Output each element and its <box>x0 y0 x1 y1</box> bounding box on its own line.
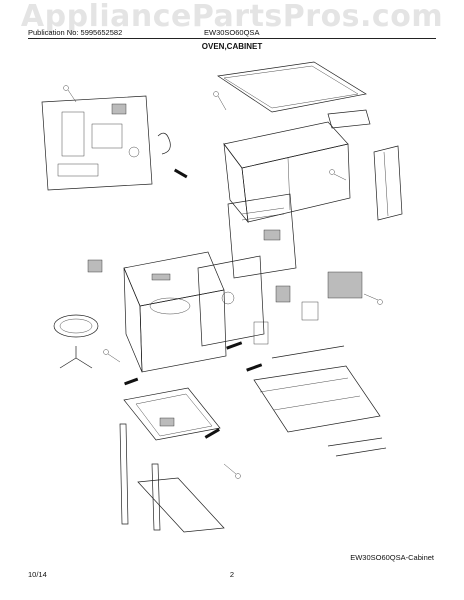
control-board-assembly <box>41 95 171 191</box>
figure-caption: EW30SO60QSA-Cabinet <box>350 553 434 562</box>
turntable-tray <box>53 314 99 338</box>
site-watermark: AppliancePartsPros.com <box>20 0 444 34</box>
section-title: OVEN,CABINET <box>201 42 263 51</box>
cavity-side-panel <box>197 255 265 347</box>
top-cover-panel <box>217 61 367 113</box>
revision-date: 10/14 <box>28 570 47 579</box>
base-pan <box>253 365 381 433</box>
side-trims <box>119 423 225 533</box>
side-channels <box>327 109 403 221</box>
model-number: EW30SO60QSA <box>204 28 260 37</box>
page-number: 2 <box>229 570 235 579</box>
oven-cavity <box>123 251 227 373</box>
component-cluster <box>87 259 363 345</box>
rear-panel <box>227 193 297 279</box>
seal-strips <box>124 168 263 439</box>
cabinet-wrapper <box>223 121 351 224</box>
callouts <box>63 85 383 479</box>
turntable-support <box>59 346 93 369</box>
header-rule <box>28 38 436 39</box>
publication-number: Publication No: 5995652582 <box>28 28 123 37</box>
exploded-parts-diagram <box>41 61 403 533</box>
bottom-plate <box>123 387 221 441</box>
trim-rails <box>271 345 387 457</box>
